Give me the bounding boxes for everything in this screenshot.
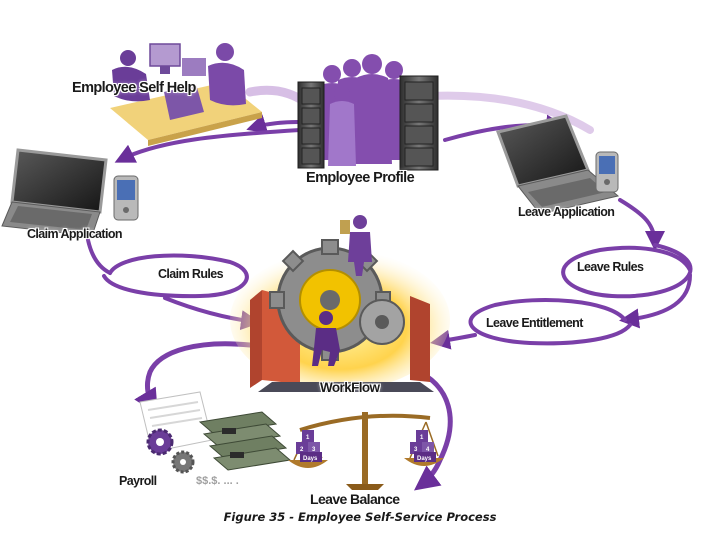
svg-text:2: 2 — [409, 435, 413, 441]
label-leave-entitlement: Leave Entitlement — [486, 316, 583, 330]
arrow-leave-application-to-leave-rules — [618, 198, 665, 251]
worker-figure-icon — [312, 311, 340, 366]
label-claim-rules: Claim Rules — [158, 267, 224, 281]
payroll-money-text: $$.$. ... . — [196, 475, 239, 487]
label-employee-profile: Employee Profile — [306, 170, 415, 186]
label-leave-rules: Leave Rules — [577, 260, 644, 274]
gear-icon — [146, 428, 174, 456]
leave-application-illustration — [496, 114, 620, 215]
filing-cabinet-icon — [297, 81, 325, 169]
laptop-icon — [1, 148, 108, 237]
arrow-claim-application-to-claim-rules — [86, 238, 112, 275]
arrow-claim-rules-loop — [102, 253, 249, 299]
svg-text:1: 1 — [306, 435, 310, 441]
gear-icon — [359, 299, 405, 345]
svg-text:4: 4 — [426, 447, 430, 453]
arrow-workflow-to-payroll — [134, 341, 253, 415]
person-icon — [120, 50, 136, 66]
gear-icon — [171, 450, 195, 474]
svg-text:3: 3 — [414, 447, 418, 453]
people-group-icon — [314, 54, 412, 166]
label-leave-application: Leave Application — [518, 205, 615, 219]
pda-icon — [595, 151, 619, 193]
label-payroll: Payroll — [119, 474, 157, 488]
svg-text:Days: Days — [417, 456, 432, 462]
label-workflow: WorkFlow — [320, 380, 380, 395]
arrow-profile-to-claim-application — [114, 128, 302, 163]
self-help-illustration — [110, 43, 262, 146]
arrow-profile-to-self-help — [246, 114, 300, 134]
arrow-workflow-to-leave-balance — [412, 367, 453, 491]
filing-cabinet-icon — [399, 75, 439, 171]
day-blocks-left: 2 3 1 Days — [296, 430, 322, 462]
person-icon — [216, 43, 234, 61]
label-leave-balance: Leave Balance — [310, 491, 400, 507]
arrow-leave-entitlement-loop — [468, 298, 632, 346]
label-claim-application: Claim Application — [27, 227, 123, 241]
payroll-illustration: $$.$. ... . — [139, 391, 292, 487]
arrow-profile-top-to-right — [426, 91, 594, 134]
svg-text:3: 3 — [312, 447, 316, 453]
svg-text:2: 2 — [300, 447, 304, 453]
scale-illustration: 2 3 1 Days 3 4 1 2 Days — [288, 412, 444, 490]
svg-text:1: 1 — [420, 435, 424, 441]
profile-illustration — [297, 54, 439, 171]
laptop-icon — [496, 114, 620, 215]
day-blocks-right: 3 4 1 2 Days — [409, 430, 436, 462]
figure-caption: Figure 35 - Employee Self-Service Proces… — [223, 510, 497, 524]
arrow-leave-rules-to-entitlement — [619, 273, 692, 329]
money-stack-icon — [198, 411, 292, 471]
worker-figure-icon — [340, 215, 372, 276]
claim-application-illustration — [1, 148, 139, 237]
svg-text:Days: Days — [303, 456, 318, 462]
label-employee-self-help: Employee Self Help — [72, 80, 196, 96]
pda-icon — [113, 175, 139, 221]
workflow-illustration — [230, 215, 450, 392]
